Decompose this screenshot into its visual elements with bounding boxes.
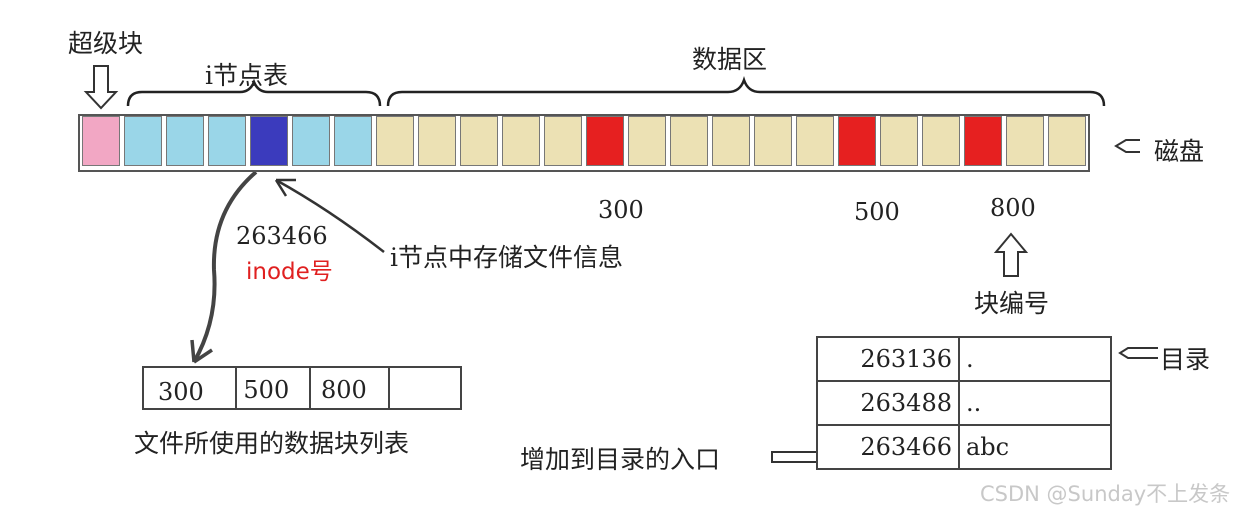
inode-table-label: i节点表	[205, 61, 288, 90]
block-list-cell: 800	[311, 368, 391, 408]
disk-block-data	[628, 116, 666, 166]
disk-block-data-used	[586, 116, 624, 166]
block-number-300: 300	[598, 196, 644, 224]
disk-block-data	[460, 116, 498, 166]
directory-inode: 263136	[816, 336, 960, 382]
block-list-cell	[390, 368, 460, 408]
directory-row: 263136 .	[816, 336, 1112, 382]
inode-number: 263466	[236, 222, 328, 250]
directory-row: 263488 ..	[816, 380, 1112, 426]
disk-block-data-used	[964, 116, 1002, 166]
disk-block-data	[712, 116, 750, 166]
directory-inode: 263488	[816, 380, 960, 426]
data-area-label: 数据区	[692, 45, 768, 74]
inode-table-brace	[126, 78, 382, 107]
disk-block-data	[502, 116, 540, 166]
block-number-caption: 块编号	[974, 289, 1050, 318]
data-area-brace	[386, 76, 1106, 107]
block-number-500: 500	[854, 198, 900, 226]
inode-to-blocklist-arrow	[192, 170, 258, 363]
disk-block-inode	[292, 116, 330, 166]
dir-entry-caption: 增加到目录的入口	[520, 445, 721, 474]
disk-block-data	[754, 116, 792, 166]
inode-note: i节点中存储文件信息	[390, 243, 623, 272]
inode-caption: inode号	[246, 259, 333, 285]
directory-filename: ..	[958, 380, 1112, 426]
disk-block-inode	[166, 116, 204, 166]
block-list-value: 800	[320, 376, 367, 404]
disk-pointer-arrow	[1114, 139, 1140, 153]
directory-filename: .	[958, 336, 1112, 382]
disk-block-data	[670, 116, 708, 166]
directory-row: 263466 abc	[816, 424, 1112, 470]
directory-filename: abc	[958, 424, 1112, 470]
disk-block-data	[1048, 116, 1086, 166]
block-list-cell: 300	[144, 368, 238, 408]
disk-block-inode-used	[250, 116, 288, 166]
disk-block-data-used	[838, 116, 876, 166]
directory-pointer-arrow	[1118, 347, 1158, 359]
disk-label: 磁盘	[1154, 137, 1205, 166]
disk-block-data	[796, 116, 834, 166]
block-list-table: 300 500 800	[142, 366, 462, 410]
disk-block-superblock	[82, 116, 120, 166]
directory-table: 263136 . 263488 .. 263466 abc	[816, 336, 1112, 470]
disk-block-inode	[334, 116, 372, 166]
inode-note-arrow	[275, 178, 385, 253]
block-list-caption: 文件所使用的数据块列表	[134, 429, 410, 458]
block-list-value: 300	[158, 378, 204, 406]
disk-block-data	[376, 116, 414, 166]
superblock-label: 超级块	[68, 29, 144, 58]
disk-block-inode	[208, 116, 246, 166]
disk-block-data	[880, 116, 918, 166]
disk-block-inode	[124, 116, 162, 166]
disk-block-strip	[78, 114, 1090, 172]
watermark: CSDN @Sunday不上发条	[980, 482, 1231, 506]
block-list-value: 500	[243, 376, 290, 404]
block-number-up-arrow	[993, 232, 1029, 277]
directory-inode: 263466	[816, 424, 960, 470]
block-number-800: 800	[990, 194, 1036, 222]
directory-label: 目录	[1160, 345, 1211, 374]
disk-block-data	[922, 116, 960, 166]
disk-block-data	[418, 116, 456, 166]
disk-block-data	[544, 116, 582, 166]
superblock-down-arrow	[83, 65, 119, 110]
disk-block-data	[1006, 116, 1044, 166]
block-list-cell: 500	[237, 368, 311, 408]
